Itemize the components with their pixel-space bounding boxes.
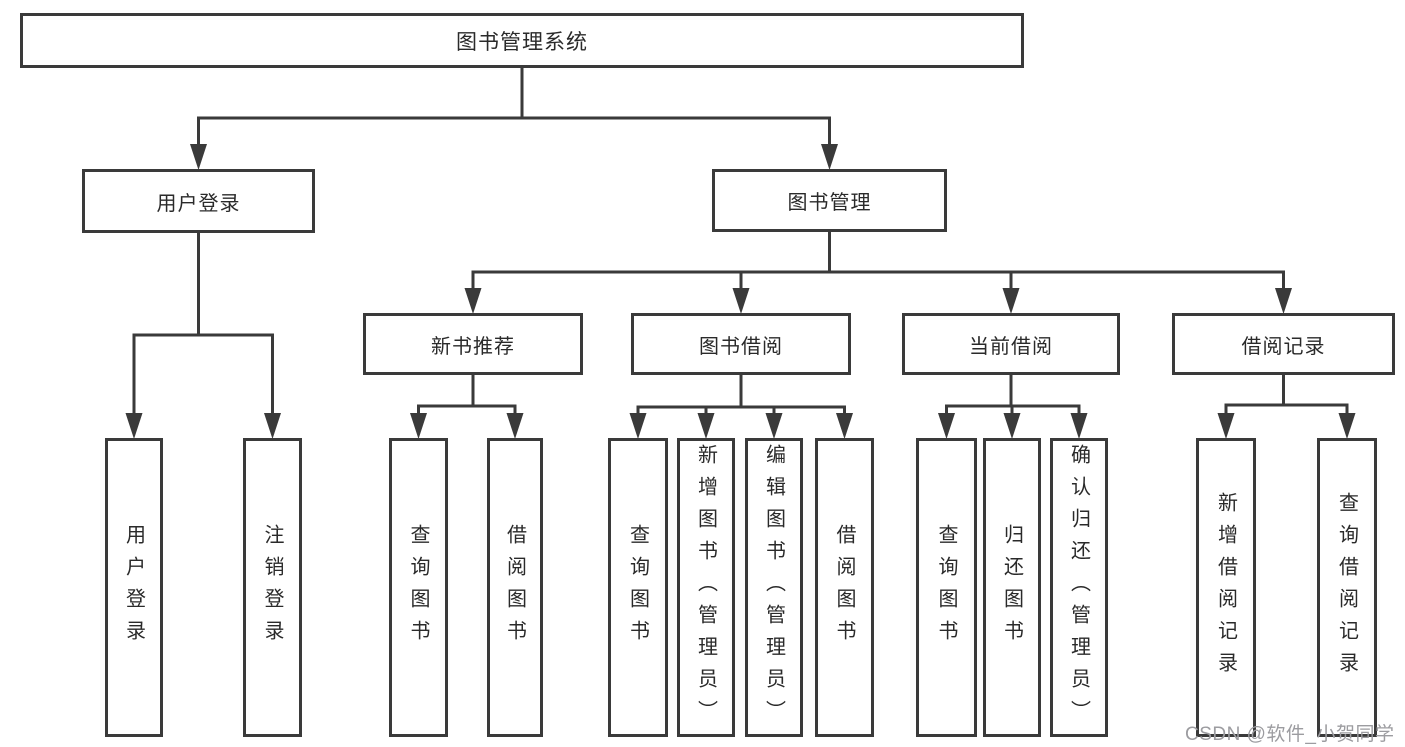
arrowhead-new-book-rec <box>464 288 482 314</box>
arrowhead-query-books-current <box>938 413 955 439</box>
watermark: CSDN @软件_小贺同学 <box>1185 724 1395 745</box>
node-label-confirm-return-admin: 确认归还（管理员） <box>1067 443 1090 732</box>
node-user-login: 用户登录 <box>82 169 315 233</box>
node-label-logout-leaf: 注销登录 <box>261 523 283 652</box>
node-borrow-records: 借阅记录 <box>1172 313 1395 375</box>
node-label-borrow-books-new: 借阅图书 <box>503 523 526 652</box>
node-label-query-books-current: 查询图书 <box>935 523 957 652</box>
node-label-add-borrow-record: 新增借阅记录 <box>1214 491 1237 684</box>
arrowhead-login-leaf <box>125 413 143 439</box>
node-query-books-current: 查询图书 <box>916 438 977 737</box>
node-new-book-rec: 新书推荐 <box>363 313 583 375</box>
node-label-current-borrow: 当前借阅 <box>969 335 1053 358</box>
node-label-borrow-books-leaf: 借阅图书 <box>833 523 855 652</box>
arrowhead-borrow-books-new <box>506 413 524 439</box>
node-borrow-books-new: 借阅图书 <box>487 438 543 737</box>
node-logout-leaf: 注销登录 <box>243 438 302 737</box>
node-query-books-new: 查询图书 <box>389 438 448 737</box>
arrowhead-query-books-borrow <box>629 413 647 439</box>
node-label-root: 图书管理系统 <box>456 30 588 54</box>
node-add-books-admin: 新增图书（管理员） <box>677 438 735 737</box>
connector-book-mgmt <box>471 230 1285 295</box>
arrowhead-edit-books-admin <box>765 413 783 439</box>
node-add-borrow-record: 新增借阅记录 <box>1196 438 1256 737</box>
node-query-borrow-record: 查询借阅记录 <box>1317 438 1377 737</box>
node-book-mgmt: 图书管理 <box>712 169 947 232</box>
connector-new-book-rec <box>417 373 517 420</box>
arrowhead-logout-leaf <box>264 413 281 439</box>
arrowhead-confirm-return-admin <box>1070 413 1088 439</box>
node-label-query-books-borrow: 查询图书 <box>626 523 649 652</box>
arrowhead-borrow-books-leaf <box>836 413 853 439</box>
node-label-user-login: 用户登录 <box>156 192 241 215</box>
node-query-books-borrow: 查询图书 <box>608 438 668 737</box>
connector-book-borrow <box>636 373 846 420</box>
node-label-login-leaf: 用户登录 <box>122 523 145 652</box>
arrowhead-add-borrow-record <box>1217 413 1235 439</box>
node-root: 图书管理系统 <box>20 13 1024 68</box>
node-label-query-borrow-record: 查询借阅记录 <box>1335 491 1358 684</box>
arrowhead-return-books <box>1003 413 1021 439</box>
node-return-books: 归还图书 <box>983 438 1041 737</box>
arrowhead-user-login <box>190 144 207 170</box>
connector-root <box>197 66 831 151</box>
node-label-new-book-rec: 新书推荐 <box>431 335 515 358</box>
connector-user-login <box>132 231 274 420</box>
node-edit-books-admin: 编辑图书（管理员） <box>745 438 803 737</box>
arrowhead-query-borrow-record <box>1338 413 1356 439</box>
node-label-query-books-new: 查询图书 <box>407 523 429 652</box>
arrowhead-borrow-records <box>1275 288 1292 314</box>
node-label-add-books-admin: 新增图书（管理员） <box>694 443 717 732</box>
arrowhead-book-borrow <box>732 288 750 314</box>
node-label-book-borrow: 图书借阅 <box>699 335 783 358</box>
node-label-return-books: 归还图书 <box>1000 523 1023 652</box>
node-label-book-mgmt: 图书管理 <box>787 192 872 214</box>
node-confirm-return-admin: 确认归还（管理员） <box>1050 438 1108 737</box>
arrowhead-current-borrow <box>1002 288 1020 314</box>
node-current-borrow: 当前借阅 <box>902 313 1120 375</box>
node-book-borrow: 图书借阅 <box>631 313 851 375</box>
node-borrow-books-leaf: 借阅图书 <box>815 438 874 737</box>
connector-borrow-records <box>1224 373 1349 420</box>
node-label-edit-books-admin: 编辑图书（管理员） <box>762 443 785 732</box>
arrowhead-add-books-admin <box>697 413 715 439</box>
node-login-leaf: 用户登录 <box>105 438 163 737</box>
connector-current-borrow <box>945 373 1081 420</box>
node-label-borrow-records: 借阅记录 <box>1241 335 1326 358</box>
arrowhead-book-mgmt <box>821 144 838 170</box>
arrowhead-query-books-new <box>410 413 427 439</box>
